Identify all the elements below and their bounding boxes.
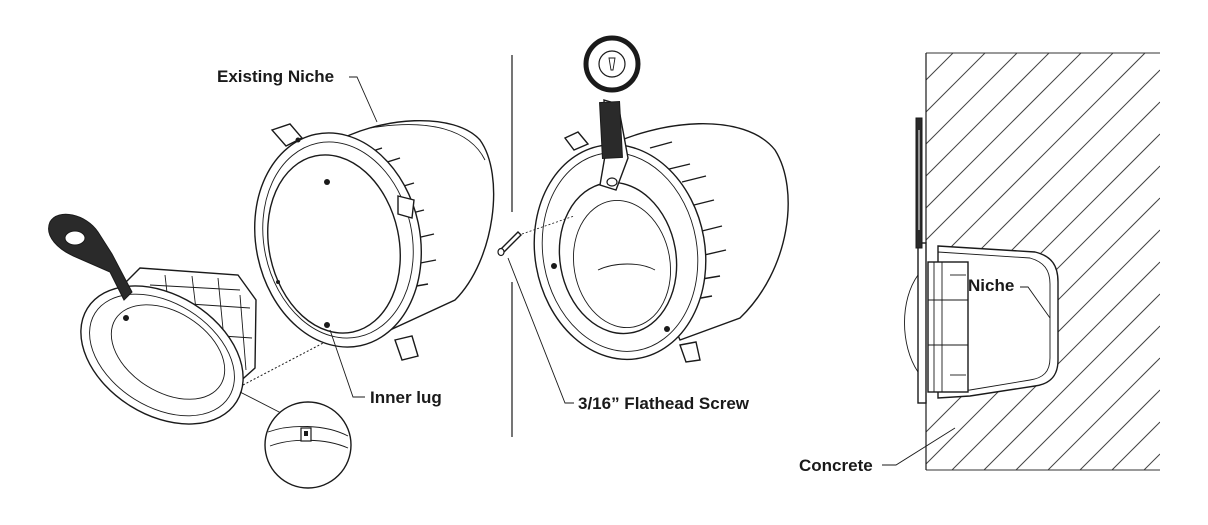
leader-lines: [329, 76, 1051, 466]
light-fixture-left: [48, 213, 257, 425]
label-inner-lug: Inner lug: [370, 388, 442, 407]
label-existing-niche: Existing Niche: [217, 67, 334, 86]
inner-lug-detail-circle: [264, 401, 352, 489]
label-flathead-screw: 3/16” Flathead Screw: [578, 394, 750, 413]
detail-leader-line: [239, 391, 284, 415]
label-niche: Niche: [968, 276, 1014, 295]
label-concrete: Concrete: [799, 456, 873, 475]
niche-with-handle-drawing: [497, 35, 789, 363]
existing-niche-drawing: [254, 120, 495, 361]
concrete-section-drawing: [904, 52, 1160, 471]
